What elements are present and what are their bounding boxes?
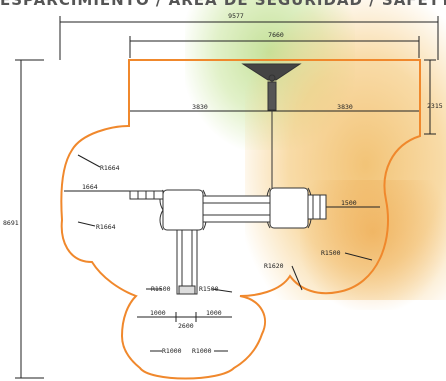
label-slide-left: 1000 bbox=[150, 309, 166, 317]
label-inner-width: 7660 bbox=[268, 31, 284, 39]
dimension-lines bbox=[15, 16, 439, 379]
slide-bottom bbox=[176, 229, 198, 295]
label-total-height: 8691 bbox=[3, 219, 19, 227]
label-bottom-radius-left: R1000 bbox=[162, 347, 182, 355]
label-slide-radius-right: R1500 bbox=[199, 285, 219, 293]
label-left-half: 3830 bbox=[192, 103, 208, 111]
swing-seat-icon bbox=[267, 81, 277, 111]
tower-left bbox=[162, 189, 204, 231]
label-left-radius-bottom: R1664 bbox=[96, 223, 116, 231]
page-title: ESPARCIMIENTO / AREA DE SEGURIDAD / SAFE… bbox=[0, 0, 446, 9]
label-right-height: 2315 bbox=[427, 102, 443, 110]
label-bottom-radius-right: R1000 bbox=[192, 347, 212, 355]
bridge bbox=[202, 195, 271, 223]
label-slide-center: 2600 bbox=[178, 322, 194, 330]
label-right-radius: R1500 bbox=[321, 249, 341, 257]
label-total-width: 9577 bbox=[228, 12, 244, 20]
ramp-right bbox=[307, 194, 327, 220]
label-right-half: 3830 bbox=[337, 103, 353, 111]
swing-frame-icon bbox=[241, 63, 302, 81]
label-left-offset: 1664 bbox=[82, 183, 98, 191]
tower-right bbox=[269, 187, 309, 229]
label-left-radius-top: R1664 bbox=[100, 164, 120, 172]
dimension-labels: 9577 7660 3830 3830 2315 8691 R1664 1664… bbox=[3, 12, 443, 355]
label-slide-right: 1000 bbox=[206, 309, 222, 317]
label-mid-radius: R1620 bbox=[264, 262, 284, 270]
play-structure bbox=[129, 63, 327, 295]
safety-zone-outline bbox=[60, 59, 421, 380]
label-right-offset: 1500 bbox=[341, 199, 357, 207]
label-slide-radius-left: R1500 bbox=[151, 285, 171, 293]
